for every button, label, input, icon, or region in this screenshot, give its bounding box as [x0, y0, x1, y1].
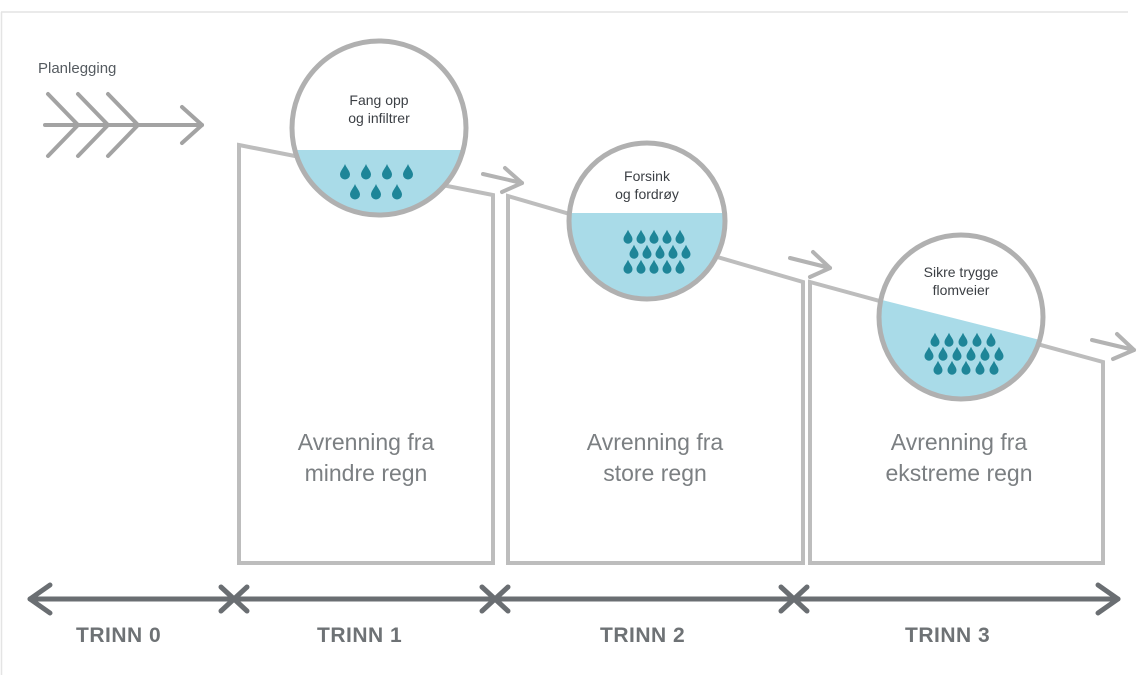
stage-3-circle-label-line1: Sikre trygge: [923, 264, 999, 280]
raindrop-icon: [350, 184, 360, 200]
flow-arrow-icon: [788, 250, 832, 279]
raindrop-icon: [662, 259, 672, 274]
raindrop-icon: [952, 346, 962, 361]
raindrop-icon: [636, 259, 646, 274]
raindrop-icon: [636, 229, 646, 244]
raindrop-icon: [649, 229, 659, 244]
step-label-1: TRINN 1: [317, 624, 403, 647]
raindrop-icon: [944, 332, 954, 347]
timeline-arrow: [27, 582, 1121, 616]
raindrops-icon: [340, 164, 1004, 375]
raindrop-icon: [662, 229, 672, 244]
stage-1-box-label-line1: Avrenning fra: [297, 429, 435, 455]
raindrop-icon: [623, 229, 633, 244]
raindrop-icon: [382, 164, 392, 180]
step-label-3: TRINN 3: [905, 624, 991, 647]
raindrop-icon: [649, 259, 659, 274]
raindrop-icon: [623, 259, 633, 274]
raindrop-icon: [340, 164, 350, 180]
flow-arrow-icon: [1090, 332, 1136, 361]
raindrop-icon: [975, 360, 985, 375]
raindrop-icon: [371, 184, 381, 200]
raindrop-icon: [675, 259, 685, 274]
raindrop-icon: [961, 360, 971, 375]
stage-3-circle-label-line2: flomveier: [932, 281, 990, 298]
raindrop-icon: [642, 244, 652, 259]
raindrop-icon: [989, 360, 999, 375]
stage-3-box-label: Avrenning fra ekstreme regn: [834, 427, 1084, 489]
raindrop-icon: [668, 244, 678, 259]
stage-3-box-label-line2: ekstreme regn: [885, 460, 1033, 487]
raindrop-icon: [930, 332, 940, 347]
stage-1-box-label-line2: mindre regn: [304, 460, 428, 487]
raindrop-icon: [938, 346, 948, 361]
raindrop-icon: [972, 332, 982, 347]
stage-1-circle-label-line2: og infiltrer: [348, 109, 410, 126]
raindrop-icon: [629, 244, 639, 259]
step-label-0: TRINN 0: [76, 624, 162, 647]
raindrop-icon: [966, 346, 976, 361]
stage-2-circle-label-line2: og fordrøy: [615, 185, 679, 202]
planning-label: Planlegging: [38, 60, 117, 77]
raindrop-icon: [994, 346, 1004, 361]
raindrop-icon: [681, 244, 691, 259]
raindrop-icon: [958, 332, 968, 347]
raindrop-icon: [675, 229, 685, 244]
stage-2-box-label: Avrenning fra store regn: [530, 427, 780, 489]
raindrop-icon: [392, 184, 402, 200]
raindrop-icon: [361, 164, 371, 180]
step-label-2: TRINN 2: [600, 624, 686, 647]
stage-1-box-label: Avrenning fra mindre regn: [246, 427, 486, 489]
stage-2-box-label-line1: Avrenning fra: [586, 429, 724, 455]
stage-1-circle-label-line1: Fang opp: [349, 92, 409, 108]
stage-1-circle-label: Fang opp og infiltrer: [309, 92, 449, 127]
stage-3-box-label-line1: Avrenning fra: [890, 429, 1028, 455]
planning-arrow-icon: [43, 92, 204, 158]
raindrop-icon: [980, 346, 990, 361]
stage-2-circle-label-line1: Forsink: [624, 168, 670, 184]
raindrop-icon: [403, 164, 413, 180]
stage-2-circle-label: Forsink og fordrøy: [577, 168, 717, 203]
raindrop-icon: [655, 244, 665, 259]
flow-arrow-icon: [481, 166, 524, 194]
frame-border: [0, 11, 1128, 675]
raindrop-icon: [924, 346, 934, 361]
stage-3-circle-label: Sikre trygge flomveier: [891, 264, 1031, 299]
raindrop-icon: [933, 360, 943, 375]
stage-2-box-label-line2: store regn: [603, 460, 707, 487]
raindrop-icon: [947, 360, 957, 375]
raindrop-icon: [986, 332, 996, 347]
